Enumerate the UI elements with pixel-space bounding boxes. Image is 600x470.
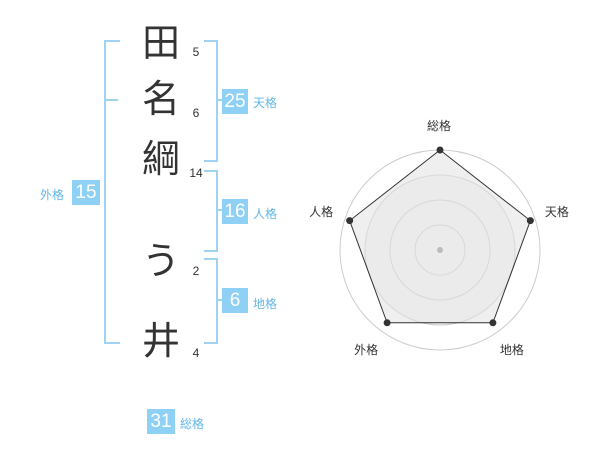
radar-point-1 — [436, 146, 444, 154]
name-char-5: 井 — [141, 319, 180, 363]
stroke-count-3: 14 — [189, 166, 203, 180]
stroke-count-4: 2 — [192, 264, 200, 278]
name-char-1: 田 — [141, 21, 180, 65]
gaikaku-bracket — [104, 40, 120, 344]
soukaku-label: 総格 — [180, 417, 205, 431]
stroke-count-5: 4 — [192, 346, 200, 360]
chikaku-label: 地格 — [253, 297, 278, 311]
radar-axis-label: 地格 — [499, 343, 524, 358]
tenkaku-bracket-tick — [216, 99, 222, 101]
stroke-count-1: 5 — [192, 45, 200, 59]
radar-axis-label: 外格 — [354, 343, 379, 358]
jinkaku-label: 人格 — [253, 207, 278, 221]
radar-point-4 — [383, 319, 391, 327]
radar-axis-label: 人格 — [309, 204, 334, 219]
radar-point-2 — [526, 217, 534, 225]
name-char-4: う — [141, 239, 180, 283]
name-char-3: 綱 — [141, 137, 180, 181]
radar-data-polygon — [349, 149, 531, 324]
jinkaku-bracket — [204, 170, 218, 252]
jinkaku-bracket-tick — [216, 209, 222, 211]
radar-axis-label: 総格 — [427, 119, 452, 133]
tenkaku-bracket — [204, 40, 218, 162]
chikaku-value: 6 — [222, 288, 248, 313]
tenkaku-value: 25 — [222, 89, 248, 114]
chikaku-bracket — [204, 258, 218, 344]
tenkaku-label: 天格 — [253, 96, 278, 110]
radar-point-3 — [489, 319, 497, 327]
gaikaku-value: 15 — [72, 180, 100, 205]
jinkaku-value: 16 — [222, 199, 248, 224]
gaikaku-bracket-divider — [104, 99, 118, 101]
name-char-2: 名 — [141, 77, 180, 121]
gaikaku-label: 外格 — [40, 188, 65, 202]
stroke-count-2: 6 — [192, 106, 200, 120]
radar-point-5 — [346, 217, 354, 225]
chikaku-bracket-tick — [216, 299, 222, 301]
radar-center-dot — [437, 247, 443, 253]
soukaku-value: 31 — [147, 409, 175, 434]
radar-axis-label: 天格 — [544, 204, 569, 219]
